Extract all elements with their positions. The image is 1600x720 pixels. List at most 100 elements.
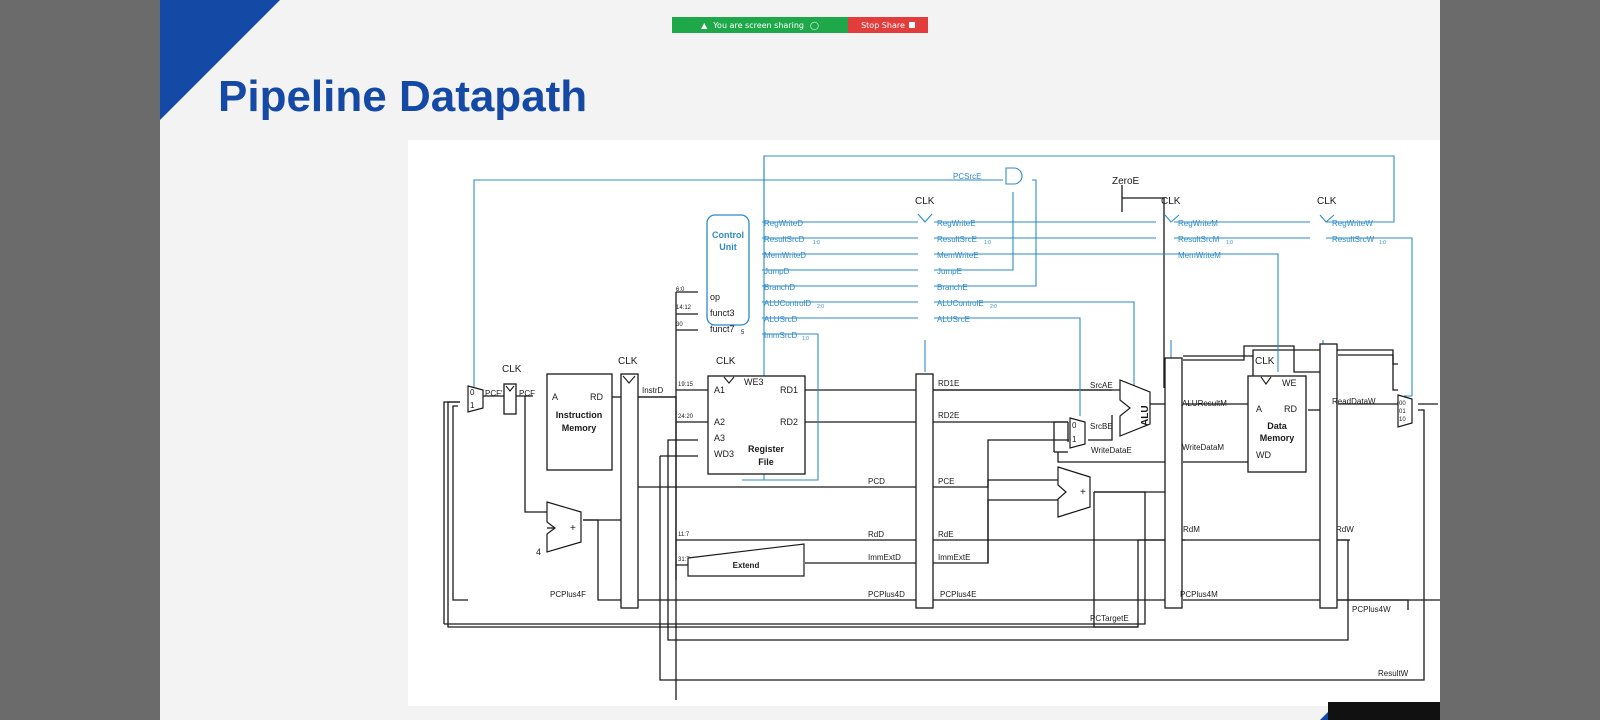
clk-label-fd: CLK: [618, 356, 638, 367]
rf-rd2-label: RD2: [780, 417, 798, 427]
corner-decoration-top-left: [160, 0, 280, 120]
sig-alucontrole: ALUControlE: [937, 299, 984, 308]
sig-alucontrold: ALUControlD: [764, 299, 811, 308]
imem-name-1: Instruction: [556, 410, 603, 420]
sig-resultsrcd: ResultSrcD: [764, 235, 805, 244]
sig-memwritee: MemWriteE: [937, 251, 979, 260]
stop-share-button[interactable]: Stop Share: [848, 17, 928, 33]
writedatae-label: WriteDataE: [1091, 446, 1132, 455]
pctargete-label: PCTargetE: [1090, 614, 1129, 623]
sig-resultsrce-sub: 1:0: [984, 240, 991, 246]
sig-alusrcd: ALUSrcD: [764, 315, 798, 324]
pipeline-diagram: CLK CLK CLK CLK CLK CLK CLK PCF' PCF 0 1…: [408, 140, 1440, 706]
dmem-rd-label: RD: [1284, 404, 1297, 414]
immexte-label: ImmExtE: [938, 553, 970, 562]
clk-label-em: CLK: [1161, 196, 1181, 207]
cu-funct7-sub: 5: [741, 330, 745, 336]
bits-6-0: 6:0: [676, 287, 685, 293]
sig-branchd: BranchD: [764, 283, 795, 292]
share-status-text: You are screen sharing: [713, 20, 804, 30]
stop-share-label: Stop Share: [861, 20, 905, 30]
alu-label: ALU: [1140, 405, 1151, 426]
sig-resultsrcw-sub: 1:0: [1379, 240, 1386, 246]
pcf-label: PCF: [519, 389, 535, 398]
sig-jumpd: JumpD: [764, 267, 790, 276]
pcplus4f-label: PCPlus4F: [550, 590, 586, 599]
dmem-name-1: Data: [1267, 421, 1288, 431]
pcplus4m-label: PCPlus4M: [1180, 590, 1218, 599]
pc-mux-0: 0: [470, 388, 475, 397]
pcplus4d-label: PCPlus4D: [868, 590, 905, 599]
clk-label-dmem: CLK: [1255, 356, 1275, 367]
zeroe-label: ZeroE: [1112, 176, 1140, 187]
sig-resultsrce: ResultSrcE: [937, 235, 977, 244]
sig-pcsrce: PCSrcE: [953, 172, 981, 181]
window-controls-strip: [1328, 702, 1440, 720]
pipeline-diagram-svg: CLK CLK CLK CLK CLK CLK CLK PCF' PCF 0 1…: [443, 155, 1440, 700]
pc-adder-plus: +: [570, 523, 576, 534]
sig-memwritem: MemWriteM: [1178, 251, 1221, 260]
rf-a2-label: A2: [714, 417, 725, 427]
sig-resultsrcm-sub: 1:0: [1226, 240, 1233, 246]
imem-rd-label: RD: [590, 392, 603, 402]
bits-31-7: 31:7: [678, 557, 690, 563]
srcb-mux-0: 0: [1072, 421, 1077, 430]
result-mux-00: 00: [1399, 401, 1406, 407]
pcplus4w-label: PCPlus4W: [1352, 605, 1391, 614]
sig-alucontrole-sub: 2:0: [990, 304, 997, 310]
resultw-label: ResultW: [1378, 669, 1409, 678]
pc-increment-constant: 4: [536, 547, 541, 557]
sig-branche: BranchE: [937, 283, 968, 292]
srcae-label: SrcAE: [1090, 381, 1113, 390]
rdd-label: RdD: [868, 530, 884, 539]
instrd-label: InstrD: [642, 386, 664, 395]
rdm-label: RdM: [1183, 525, 1200, 534]
rf-name-2: File: [758, 457, 774, 467]
bits-19-15: 19:15: [678, 382, 694, 388]
rdw-label: RdW: [1336, 525, 1354, 534]
clk-label-pc: CLK: [502, 364, 522, 375]
sig-alusrce: ALUSrcE: [937, 315, 970, 324]
result-mux-01: 01: [1399, 409, 1406, 415]
srcb-mux-1: 1: [1072, 435, 1077, 444]
sig-immsrcd-sub: 1:0: [802, 336, 809, 342]
sig-jumpe: JumpE: [937, 267, 962, 276]
sig-resultsrcm: ResultSrcM: [1178, 235, 1220, 244]
rf-name-1: Register: [748, 444, 785, 454]
rf-we3-label: WE3: [744, 377, 764, 387]
writedatam-label: WriteDataM: [1182, 443, 1224, 452]
dmem-a-label: A: [1256, 404, 1262, 414]
screen-share-status[interactable]: ▲ You are screen sharing ◯: [672, 17, 848, 33]
bits-11-7: 11:7: [678, 532, 690, 538]
sig-regwritem: RegWriteM: [1178, 219, 1218, 228]
pcd-label: PCD: [868, 477, 885, 486]
rf-a3-label: A3: [714, 433, 725, 443]
clk-label-de: CLK: [915, 196, 935, 207]
pcf-prime-label: PCF': [485, 389, 503, 398]
clk-label-rf: CLK: [716, 356, 736, 367]
srcbe-label: SrcBE: [1090, 422, 1113, 431]
extend-label: Extend: [733, 561, 760, 570]
sig-memwrited: MemWriteD: [764, 251, 806, 260]
imem-a-label: A: [552, 392, 558, 402]
sig-alucontrold-sub: 2:0: [817, 304, 824, 310]
info-icon: ◯: [809, 20, 819, 30]
slide-title: Pipeline Datapath: [218, 72, 588, 121]
dmem-name-2: Memory: [1260, 433, 1295, 443]
rde-label: RdE: [938, 530, 954, 539]
bits-24-20: 24:20: [678, 414, 694, 420]
clk-label-mw: CLK: [1317, 196, 1337, 207]
target-adder-plus: +: [1080, 487, 1086, 498]
rf-a1-label: A1: [714, 385, 725, 395]
share-icon: ▲: [701, 20, 708, 30]
result-mux-10: 10: [1399, 417, 1406, 423]
sig-regwritee: RegWriteE: [937, 219, 976, 228]
sig-immsrcd: ImmSrcD: [764, 331, 798, 340]
cu-name-2: Unit: [719, 242, 737, 252]
rd2e-label: RD2E: [938, 411, 959, 420]
aluresultm-label: ALUResultM: [1182, 399, 1227, 408]
bits-14-12: 14:12: [676, 305, 692, 311]
screen-share-bar: ▲ You are screen sharing ◯ Stop Share: [672, 17, 928, 33]
immextd-label: ImmExtD: [868, 553, 901, 562]
cu-funct3-label: funct3: [710, 308, 735, 318]
